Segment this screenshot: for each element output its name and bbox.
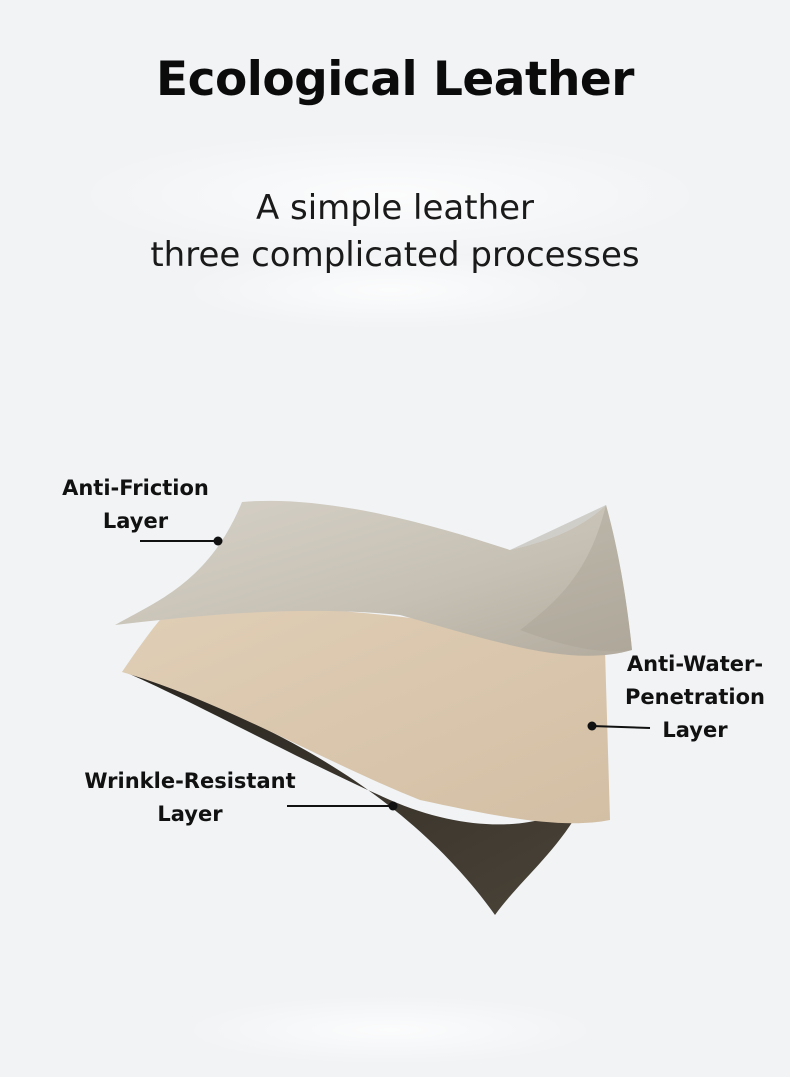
anti-friction-label-line-2: Layer	[102, 509, 169, 533]
background-glow	[180, 995, 600, 1065]
anti-friction-callout-dot	[213, 536, 223, 546]
page-title: Ecological Leather	[156, 52, 634, 107]
wrinkle-resistant-callout-dot	[388, 801, 398, 811]
anti-water-label-line-1: Anti-Water-	[626, 652, 764, 676]
wrinkle-resistant-label-line-2: Layer	[157, 802, 223, 826]
background-glow	[180, 250, 600, 330]
anti-water-callout-line	[591, 725, 651, 729]
anti-friction-label-line-1: Anti-Friction	[62, 476, 209, 500]
anti-friction-layer-label: Anti-Friction Layer	[48, 472, 223, 538]
wrinkle-resistant-layer-label: Wrinkle-Resistant Layer	[70, 765, 310, 831]
anti-friction-layer-shade	[510, 505, 632, 652]
wrinkle-resistant-layer	[125, 672, 585, 915]
anti-water-layer-label: Anti-Water- Penetration Layer	[600, 648, 790, 747]
background-glow	[70, 130, 710, 260]
anti-water-label-line-2: Penetration	[624, 685, 765, 709]
anti-friction-layer	[115, 500, 632, 656]
anti-water-penetration-layer	[122, 606, 610, 824]
subtitle-line-2: three complicated processes	[150, 235, 640, 275]
anti-water-callout-dot	[587, 721, 597, 731]
wrinkle-resistant-label-line-1: Wrinkle-Resistant	[84, 769, 296, 793]
subtitle-line-1: A simple leather	[255, 188, 535, 228]
anti-water-label-line-3: Layer	[662, 718, 728, 742]
